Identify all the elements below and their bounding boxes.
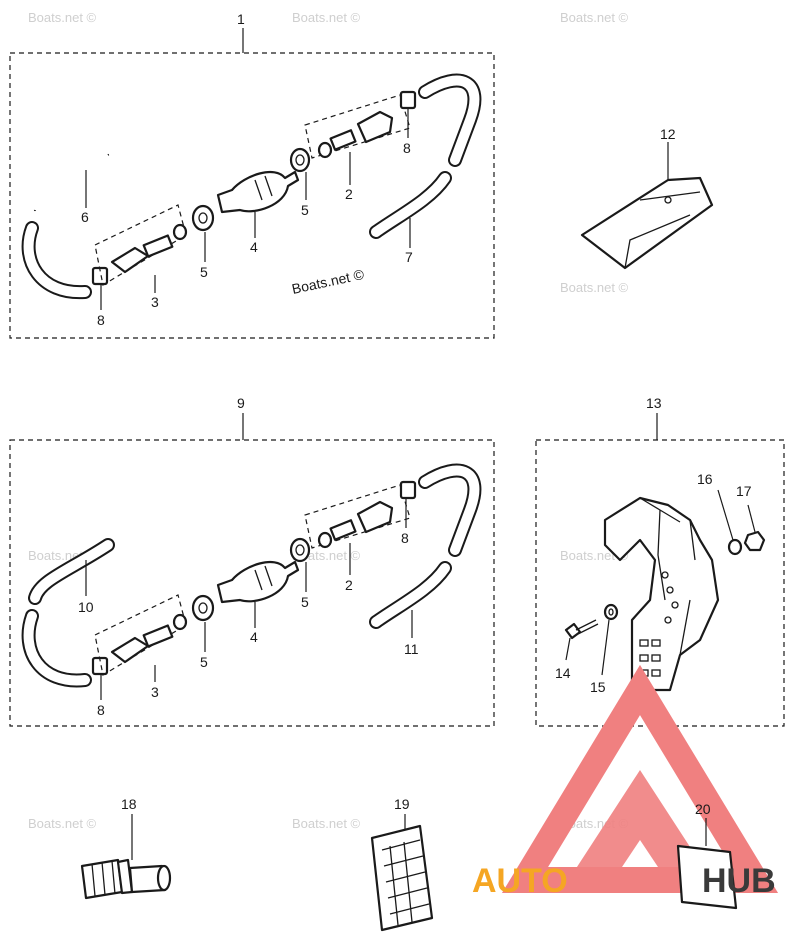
automotohub-logo: [501, 664, 779, 893]
callout-11: 11: [404, 641, 419, 657]
nut-17: [743, 530, 766, 552]
watermark-text: Boats.net ©: [560, 10, 629, 25]
watermark-text: Boats.net ©: [28, 816, 97, 831]
washer-5: [289, 147, 311, 173]
nut-8: [399, 90, 417, 110]
washer-15: [603, 603, 619, 621]
callout-5: 5: [301, 594, 309, 610]
callout-20: 20: [695, 801, 711, 817]
callout-6: 6: [81, 209, 89, 225]
bolt-14: [564, 622, 582, 640]
callout-17: 17: [736, 483, 752, 499]
logo-triangle: [501, 664, 779, 893]
washer-5: [191, 594, 215, 622]
callout-8: 8: [401, 530, 409, 546]
connector-3: [110, 246, 150, 274]
automotohub-wordmark: AUTO MOTO HUB: [472, 862, 776, 900]
watermark-text: Boats.net ©: [292, 816, 361, 831]
watermarks: Boats.net © Boats.net © Boats.net © Boat…: [28, 10, 629, 831]
callout-3: 3: [151, 294, 159, 310]
bracket: [603, 496, 720, 692]
callout-15: 15: [590, 679, 606, 695]
pouch-12: 12: [580, 126, 714, 270]
callout-7: 7: [405, 249, 413, 265]
callout-9: 9: [237, 395, 245, 411]
callout-18: 18: [121, 796, 137, 812]
washer-5: [191, 204, 215, 232]
primer-bulb-4: [216, 170, 300, 214]
callout-3: 3: [151, 684, 159, 700]
watermark-text: Boats.net ©: [292, 10, 361, 25]
hose-fitting-18: 18: [80, 796, 172, 900]
callout-5: 5: [301, 202, 309, 218]
decal-19: 19: [370, 796, 434, 932]
callout-16: 16: [697, 471, 713, 487]
nut-8: [399, 480, 417, 500]
credit-text: Boats.net ©: [290, 266, 366, 297]
primer-bulb-4: [216, 560, 300, 604]
washer-5: [289, 537, 311, 563]
plate-20: 20: [676, 801, 738, 910]
watermark-text: Boats.net ©: [28, 10, 97, 25]
connector-2: [317, 531, 333, 549]
callout-5: 5: [200, 654, 208, 670]
callout-1: 1: [237, 11, 245, 27]
logo-word-auto: AUTO: [472, 862, 568, 900]
callout-14: 14: [555, 665, 571, 681]
callout-4: 4: [250, 239, 258, 255]
fuel-line-kit-9: 9 10 8 3 5 4 5 2 8: [9, 395, 495, 727]
kit-9-frame: [9, 439, 495, 727]
callout-5: 5: [200, 264, 208, 280]
callout-8: 8: [97, 312, 105, 328]
watermark-text: Boats.net ©: [560, 280, 629, 295]
callout-2: 2: [345, 577, 353, 593]
callout-4: 4: [250, 629, 258, 645]
callout-13: 13: [646, 395, 662, 411]
washer-16: [727, 538, 743, 556]
fuel-line-kit-1: 1 6 8 3 5 4 5: [9, 11, 495, 339]
callout-8: 8: [97, 702, 105, 718]
logo-word-hub: HUB: [702, 862, 776, 900]
connector-3: [110, 636, 150, 664]
callout-19: 19: [394, 796, 410, 812]
bracket-kit-13: 13 14 15 16 17: [535, 395, 785, 727]
logo-word-moto: MOTO: [578, 862, 679, 900]
callout-2: 2: [345, 186, 353, 202]
connector-2: [317, 141, 333, 159]
callout-8: 8: [403, 140, 411, 156]
kit-1-frame: [9, 52, 495, 339]
callout-12: 12: [660, 126, 676, 142]
callout-10: 10: [78, 599, 94, 615]
